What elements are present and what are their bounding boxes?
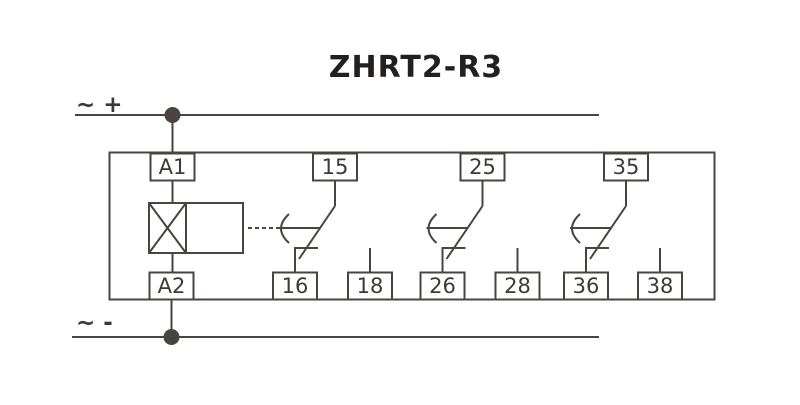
actuator-arc-25 bbox=[427, 213, 438, 244]
terminal-rect-25 bbox=[459, 152, 506, 182]
actuator-arc-35 bbox=[571, 213, 581, 244]
terminal-rect-35 bbox=[603, 152, 649, 182]
terminal-rect-36 bbox=[563, 271, 609, 301]
terminal-box-38: 38 bbox=[637, 271, 683, 301]
terminal-label-16: 16 bbox=[282, 274, 309, 298]
contact-lever-15 bbox=[298, 205, 336, 260]
terminal-box-16: 16 bbox=[272, 271, 318, 301]
terminal-box-25: 25 bbox=[459, 152, 506, 182]
terminal-rect-18 bbox=[347, 271, 393, 301]
terminal-box-28: 28 bbox=[494, 271, 541, 301]
nc-contact-wire-16 bbox=[294, 247, 318, 273]
terminal-box-15: 15 bbox=[312, 152, 358, 182]
terminal-rect-38 bbox=[637, 271, 683, 301]
nc-contact-wire-26 bbox=[441, 247, 466, 273]
terminal-label-26: 26 bbox=[429, 274, 456, 298]
junction-dot-bottom bbox=[163, 329, 180, 345]
changeover-contact-25-26-28 bbox=[426, 180, 519, 273]
relay-coil-symbol bbox=[148, 180, 279, 273]
terminal-rect-28 bbox=[494, 271, 541, 301]
terminal-label-28: 28 bbox=[504, 274, 531, 298]
terminal-box-26: 26 bbox=[419, 271, 466, 301]
terminal-label-25: 25 bbox=[469, 155, 496, 179]
terminal-label-a2: A2 bbox=[158, 274, 186, 298]
changeover-contact-35-36-38 bbox=[570, 180, 661, 273]
terminal-label-36: 36 bbox=[573, 274, 600, 298]
terminal-box-18: 18 bbox=[347, 271, 393, 301]
terminal-box-a2: A2 bbox=[148, 271, 195, 301]
terminal-box-a1: A1 bbox=[149, 152, 196, 182]
contact-lever-25 bbox=[445, 205, 484, 260]
terminal-rect-a2 bbox=[148, 271, 195, 301]
terminal-rect-16 bbox=[272, 271, 318, 301]
terminal-label-38: 38 bbox=[647, 274, 674, 298]
changeover-contact-15-16-18 bbox=[279, 180, 371, 273]
coil-x-cross bbox=[148, 202, 187, 254]
terminal-rect-15 bbox=[312, 152, 358, 182]
actuator-arc-15 bbox=[280, 213, 290, 244]
terminal-box-36: 36 bbox=[563, 271, 609, 301]
positive-supply-rail: ~ + bbox=[75, 92, 599, 153]
terminal-label-35: 35 bbox=[613, 155, 640, 179]
junction-dot-top bbox=[164, 107, 181, 123]
contact-lever-35 bbox=[589, 205, 627, 260]
terminal-box-35: 35 bbox=[603, 152, 649, 182]
terminal-label-15: 15 bbox=[322, 155, 349, 179]
diagram-title: ZHRT2-R3 bbox=[329, 50, 503, 85]
terminal-rect-26 bbox=[419, 271, 466, 301]
negative-supply-rail: ~ - bbox=[72, 299, 599, 345]
positive-supply-label: ~ + bbox=[76, 92, 123, 118]
coil-body-box bbox=[185, 202, 244, 254]
nc-contact-wire-36 bbox=[585, 247, 609, 273]
terminal-rect-a1 bbox=[149, 152, 196, 182]
terminal-label-a1: A1 bbox=[159, 155, 187, 179]
negative-supply-label: ~ - bbox=[76, 310, 113, 336]
terminal-label-18: 18 bbox=[357, 274, 384, 298]
